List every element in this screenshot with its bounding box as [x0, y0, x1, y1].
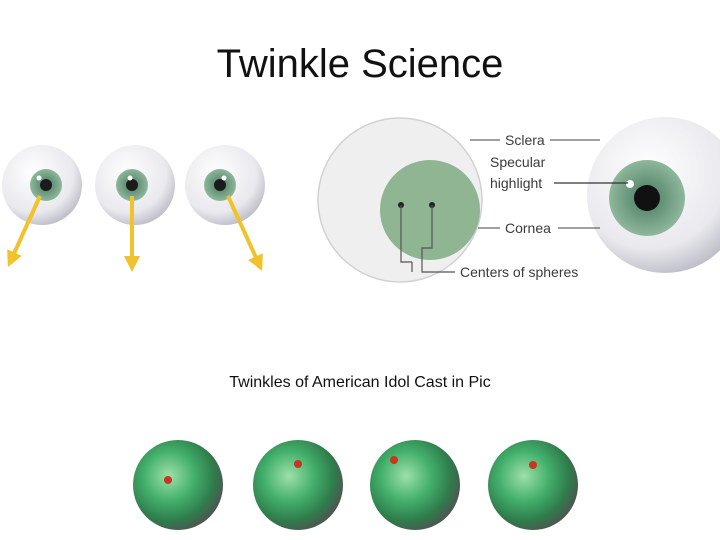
eye-right [185, 145, 265, 225]
ball-1 [133, 440, 223, 530]
pic-caption: Twinkles of American Idol Cast in Pic [229, 374, 491, 391]
label-cornea: Cornea [505, 220, 551, 236]
highlight-dot [294, 460, 302, 468]
eye-realistic [587, 117, 720, 273]
cornea-sphere [380, 160, 480, 260]
label-centers: Centers of spheres [460, 264, 578, 280]
ball-2 [253, 440, 343, 530]
arrow-left [7, 195, 42, 268]
eye-middle [95, 145, 175, 225]
highlight-dot [390, 456, 398, 464]
ball-4 [488, 440, 578, 530]
label-sclera: Sclera [505, 132, 545, 148]
slide-title: Twinkle Science [216, 42, 504, 86]
label-specular-1: Specular [490, 154, 546, 170]
label-specular-2: highlight [490, 175, 542, 191]
eye-anatomy [317, 117, 483, 283]
ball-3 [370, 440, 460, 530]
arrow-right [226, 195, 263, 272]
highlight-dot [529, 461, 537, 469]
eye-left [2, 145, 82, 225]
highlight-dot [164, 476, 172, 484]
